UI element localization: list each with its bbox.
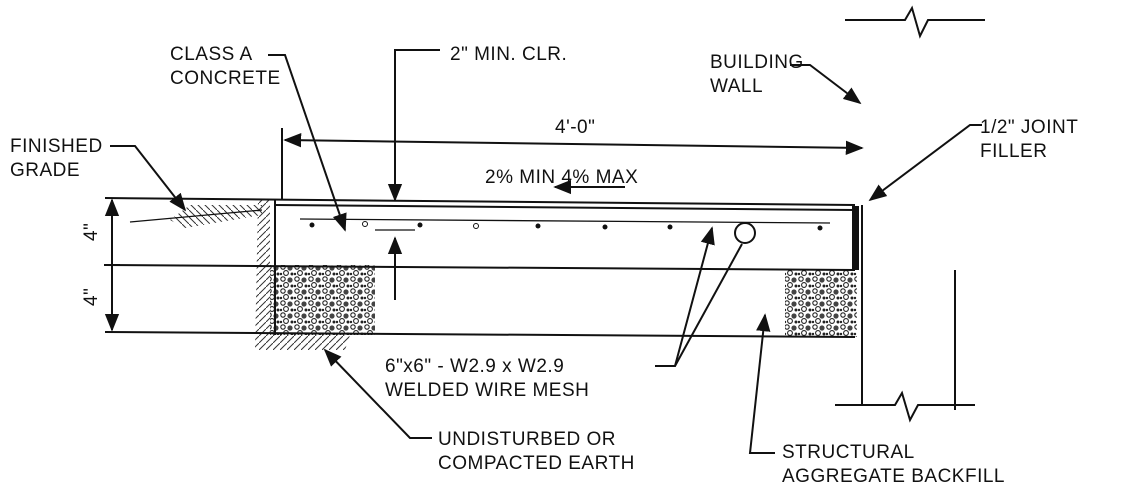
joint-filler-label-1: 1/2" JOINT <box>980 117 1078 138</box>
slab-top <box>104 197 856 206</box>
finished-grade-label-1: FINISHED <box>10 136 103 157</box>
joint-filler <box>852 206 859 270</box>
aggregate-backfill-right <box>785 270 857 337</box>
mesh-label-2: WELDED WIRE MESH <box>385 380 589 401</box>
aggregate-bottom <box>104 331 856 338</box>
building-wall-leader <box>790 64 862 105</box>
compacted-earth-hatch <box>255 200 350 350</box>
width-dim-label: 4'-0" <box>555 117 595 138</box>
building-wall-label-1: BUILDING <box>710 52 804 73</box>
finished-grade-line <box>129 209 263 223</box>
break-line-top <box>845 5 985 39</box>
slope-label: 2% MIN 4% MAX <box>485 167 638 188</box>
mesh-label-1: 6"x6" - W2.9 x W2.9 <box>385 356 564 377</box>
building-wall-label-2: WALL <box>710 76 763 97</box>
break-line-bottom <box>835 390 975 423</box>
wire-mesh-dots <box>309 221 823 231</box>
aggregate-label-1: STRUCTURAL <box>782 442 915 463</box>
joint-filler-label-2: FILLER <box>980 141 1047 162</box>
joint-filler-leader <box>868 124 982 202</box>
thickness-top-label: 4" <box>81 223 102 241</box>
slab-top-edge <box>274 204 856 211</box>
finished-grade-leader <box>110 145 187 212</box>
class-a-label-1: CLASS A <box>170 44 253 65</box>
thickness-bottom-label: 4" <box>81 288 102 306</box>
width-dim-line <box>283 133 864 155</box>
class-a-leader <box>268 54 347 232</box>
min-clr-label: 2" MIN. CLR. <box>450 44 567 65</box>
mesh-leader-2 <box>674 243 743 367</box>
finished-grade-hatch <box>170 205 262 228</box>
class-a-label-2: CONCRETE <box>170 68 281 89</box>
wire-mesh-detail-circle <box>734 222 756 244</box>
finished-grade-label-2: GRADE <box>10 160 80 181</box>
aggregate-leader <box>748 313 775 454</box>
aggregate-label-2: AGGREGATE BACKFILL <box>782 466 1005 487</box>
mesh-leader-1 <box>655 226 715 367</box>
slab-bottom <box>104 264 856 271</box>
earth-label-2: COMPACTED EARTH <box>438 453 635 474</box>
aggregate-backfill-left <box>270 265 375 335</box>
min-clr-leader <box>387 49 440 202</box>
earth-leader <box>323 348 432 439</box>
wire-mesh-line <box>299 218 831 224</box>
earth-label-1: UNDISTURBED OR <box>438 429 616 450</box>
